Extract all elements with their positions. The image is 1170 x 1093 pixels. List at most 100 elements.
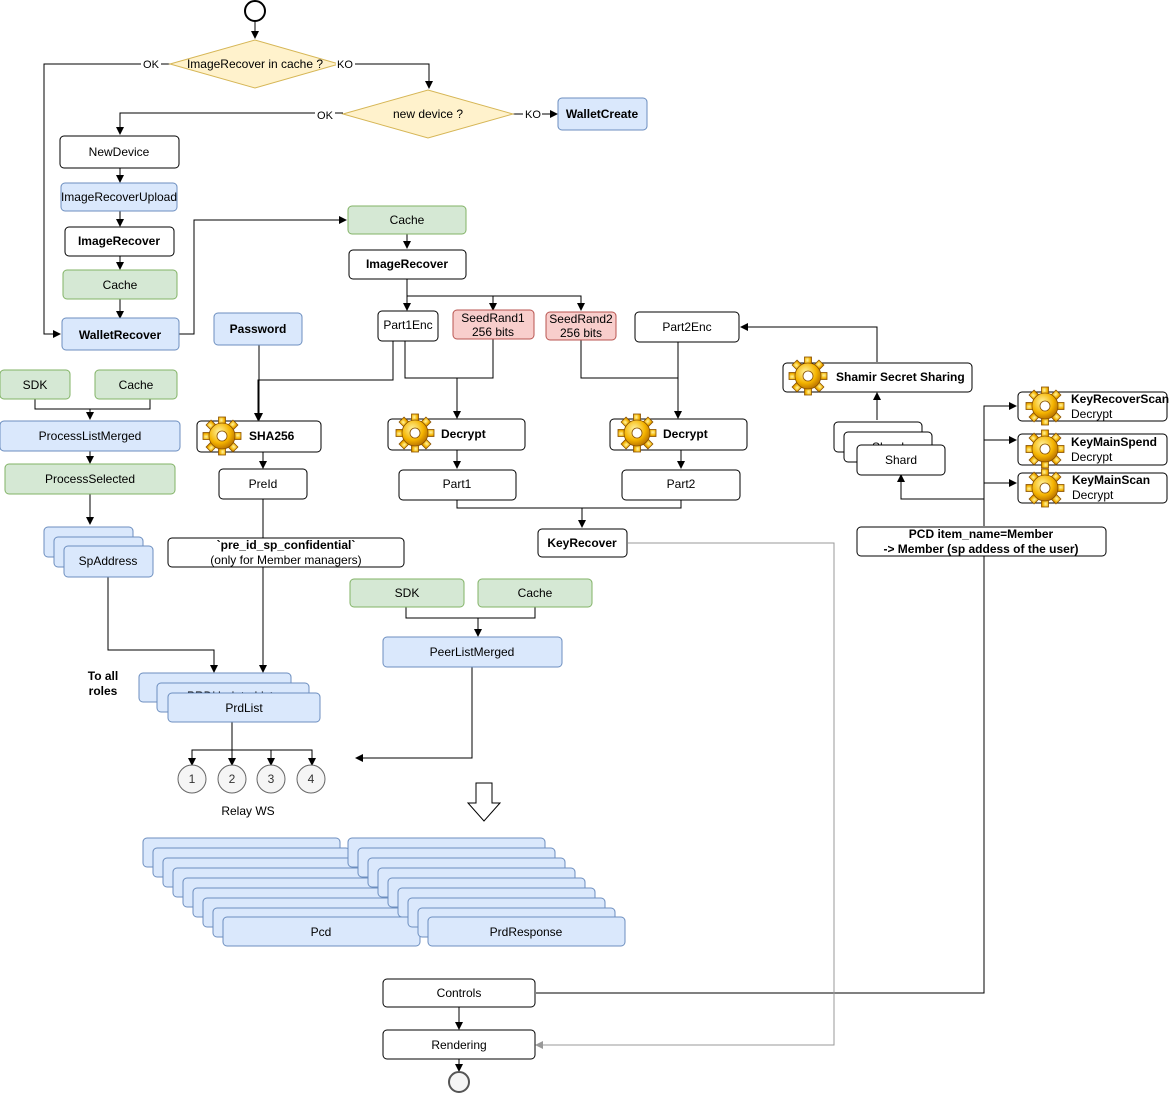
svg-text:Cache: Cache	[119, 378, 154, 392]
ok-label: OK	[317, 110, 334, 122]
svg-text:Decrypt: Decrypt	[1071, 407, 1113, 421]
decrypt1-node: Decrypt	[387, 413, 526, 453]
relay-2: 2	[229, 772, 236, 786]
shard-stack: Shard Shard	[833, 421, 946, 476]
part2-enc-node: Part2Enc	[634, 311, 740, 343]
shard-label: Shard	[885, 453, 917, 467]
svg-text:SeedRand2: SeedRand2	[549, 312, 613, 326]
svg-text:NewDevice: NewDevice	[89, 145, 150, 159]
decrypt2-node: Decrypt	[609, 413, 748, 453]
svg-text:ImageRecover: ImageRecover	[78, 234, 160, 248]
svg-text:SHA256: SHA256	[249, 429, 295, 443]
svg-text:Decrypt: Decrypt	[663, 427, 708, 441]
svg-text:KeyMainSpend: KeyMainSpend	[1071, 435, 1157, 449]
svg-text:WalletCreate: WalletCreate	[566, 107, 639, 121]
gear-icon	[395, 413, 435, 453]
svg-text:ImageRecoverUpload: ImageRecoverUpload	[61, 190, 177, 204]
gray-connector	[535, 542, 835, 1049]
down-arrow-icon	[466, 782, 502, 822]
decision-new-device-label: new device ?	[393, 107, 463, 121]
sha256-node: SHA256	[196, 416, 322, 456]
svg-text:PeerListMerged: PeerListMerged	[430, 645, 515, 659]
gear-icon	[1025, 468, 1065, 508]
svg-text:Decrypt: Decrypt	[1071, 450, 1113, 464]
gear-icon	[202, 416, 242, 456]
svg-text:KeyRecoverScan: KeyRecoverScan	[1071, 392, 1169, 406]
svg-text:-> Member (sp addess of the us: -> Member (sp addess of the user)	[883, 542, 1078, 556]
svg-text:roles: roles	[89, 684, 118, 698]
key-recover-scan-node: KeyRecoverScan Decrypt	[1017, 386, 1169, 426]
start-node	[244, 0, 266, 22]
svg-text:Decrypt: Decrypt	[441, 427, 486, 441]
wallet-recover-node: WalletRecover	[61, 317, 180, 351]
svg-text:SeedRand1: SeedRand1	[461, 311, 525, 325]
sp-address-stack: SpAddress	[43, 526, 154, 578]
prd-response-label: PrdResponse	[490, 925, 563, 939]
prd-response-stack: PrdResponse	[347, 837, 626, 947]
process-list-merged-node: ProcessListMerged	[0, 420, 181, 452]
pre-id-node: PreId	[218, 468, 308, 500]
relay-nodes: 1 2 3 4	[177, 764, 326, 794]
svg-text:ProcessSelected: ProcessSelected	[45, 472, 135, 486]
prd-list-label: PrdList	[225, 701, 263, 715]
relay-ws-label: Relay WS	[221, 804, 274, 818]
process-selected-node: ProcessSelected	[4, 463, 176, 495]
seed-rand1-node: SeedRand1 256 bits	[452, 309, 535, 340]
cache-node: Cache	[94, 369, 178, 400]
svg-text:PCD item_name=Member: PCD item_name=Member	[909, 527, 1054, 541]
seed-rand2-node: SeedRand2 256 bits	[545, 311, 617, 341]
sp-address-label: SpAddress	[79, 554, 138, 568]
svg-text:Part2: Part2	[667, 477, 696, 491]
svg-text:Part1Enc: Part1Enc	[383, 318, 432, 332]
image-recover-upload-node: ImageRecoverUpload	[60, 182, 178, 212]
image-recover-node: ImageRecover	[348, 249, 467, 280]
to-all-roles-label: To all roles	[88, 669, 118, 698]
relay-4: 4	[308, 772, 315, 786]
password-node: Password	[213, 312, 303, 346]
svg-text:Rendering: Rendering	[431, 1038, 486, 1052]
decision-cache-check: ImageRecover in cache ?	[168, 39, 341, 89]
pcd-member-node: PCD item_name=Member -> Member (sp addes…	[856, 526, 1107, 557]
svg-text:Part1: Part1	[443, 477, 472, 491]
controls-node: Controls	[382, 978, 536, 1008]
shamir-node: Shamir Secret Sharing	[782, 356, 973, 396]
svg-text:256 bits: 256 bits	[560, 326, 602, 340]
svg-text:`pre_id_sp_confidential`: `pre_id_sp_confidential`	[217, 538, 356, 552]
svg-text:Shamir Secret Sharing: Shamir Secret Sharing	[836, 370, 965, 384]
connectors	[34, 22, 1017, 1072]
relay-1: 1	[189, 772, 196, 786]
decision-new-device: new device ?	[341, 89, 515, 139]
gear-icon	[617, 413, 657, 453]
gear-icon	[1025, 429, 1065, 469]
ko-label: KO	[337, 59, 353, 71]
wallet-create-node: WalletCreate	[557, 97, 648, 131]
ko-label: KO	[525, 109, 541, 121]
end-node	[448, 1071, 470, 1093]
key-recover-node: KeyRecover	[537, 528, 628, 558]
svg-text:Part2Enc: Part2Enc	[662, 320, 711, 334]
ok-label: OK	[143, 59, 160, 71]
svg-text:To all: To all	[88, 669, 118, 683]
part2-node: Part2	[621, 469, 741, 501]
cache-node: Cache	[347, 205, 467, 235]
svg-text:PreId: PreId	[249, 477, 278, 491]
svg-text:SDK: SDK	[23, 378, 48, 392]
svg-text:SDK: SDK	[395, 586, 420, 600]
sdk-node: SDK	[0, 369, 71, 400]
pre-id-note: `pre_id_sp_confidential` (only for Membe…	[167, 537, 405, 568]
rendering-node: Rendering	[382, 1029, 536, 1060]
pcd-label: Pcd	[311, 925, 332, 939]
svg-text:Controls: Controls	[437, 986, 482, 1000]
svg-text:ProcessListMerged: ProcessListMerged	[39, 429, 142, 443]
peer-list-merged-node: PeerListMerged	[382, 636, 563, 668]
svg-text:WalletRecover: WalletRecover	[79, 328, 162, 342]
new-device-node: NewDevice	[59, 135, 180, 169]
svg-text:256 bits: 256 bits	[472, 325, 514, 339]
gear-icon	[1025, 386, 1065, 426]
svg-text:Cache: Cache	[390, 213, 425, 227]
part1-node: Part1	[398, 469, 517, 501]
prd-list-stack: PRDUpdate List PrdList	[138, 672, 321, 723]
cache-node: Cache	[62, 269, 178, 300]
svg-text:Password: Password	[230, 322, 287, 336]
